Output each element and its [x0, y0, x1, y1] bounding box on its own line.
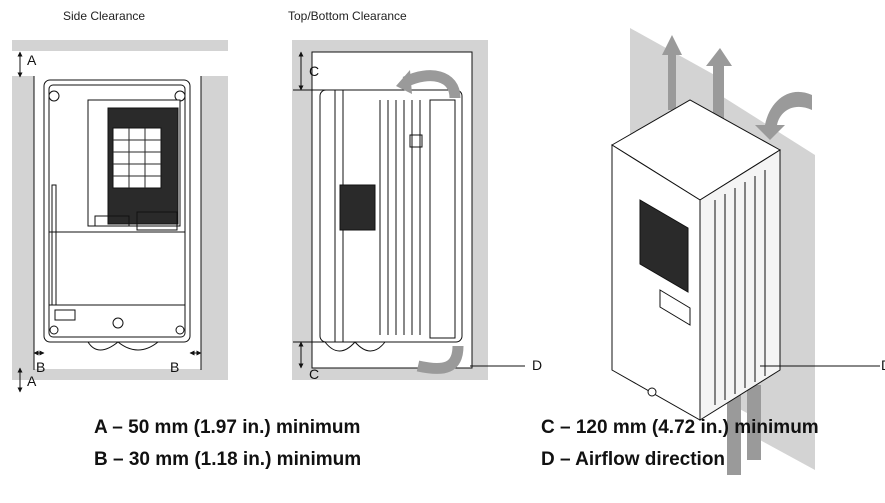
- label-d-isometric: D: [881, 357, 885, 373]
- airflow-arrows-isometric: [662, 35, 812, 475]
- floor-wall: [12, 369, 228, 380]
- legend-c: C – 120 mm (4.72 in.) minimum: [541, 417, 819, 438]
- legend-a: A – 50 mm (1.97 in.) minimum: [94, 417, 361, 438]
- label-a-top: A: [27, 52, 37, 68]
- drive-side-view: [319, 89, 463, 352]
- label-a-bottom: A: [27, 373, 37, 389]
- airflow-out-arrow: [402, 70, 461, 99]
- label-b-right: B: [170, 359, 180, 375]
- top-bottom-clearance-caption: Top/Bottom Clearance: [288, 9, 407, 23]
- right-wall: [201, 76, 228, 370]
- label-d: D: [532, 357, 543, 373]
- legend-d: D – Airflow direction: [541, 449, 726, 470]
- top-bottom-clearance-panel: [292, 40, 525, 380]
- side-clearance-caption: Side Clearance: [63, 9, 146, 23]
- ceiling-wall: [12, 40, 228, 51]
- legend-b: B – 30 mm (1.18 in.) minimum: [94, 449, 362, 470]
- drive-isometric-view: [611, 99, 781, 421]
- isometric-panel: [611, 28, 880, 475]
- airflow-in-arrow: [416, 345, 464, 374]
- label-b-left: B: [36, 359, 46, 375]
- label-c-top: C: [309, 63, 320, 79]
- drive-front-view: [43, 79, 191, 351]
- side-clearance-panel: [12, 40, 228, 393]
- left-wall: [12, 76, 34, 370]
- label-c-bottom: C: [309, 366, 320, 382]
